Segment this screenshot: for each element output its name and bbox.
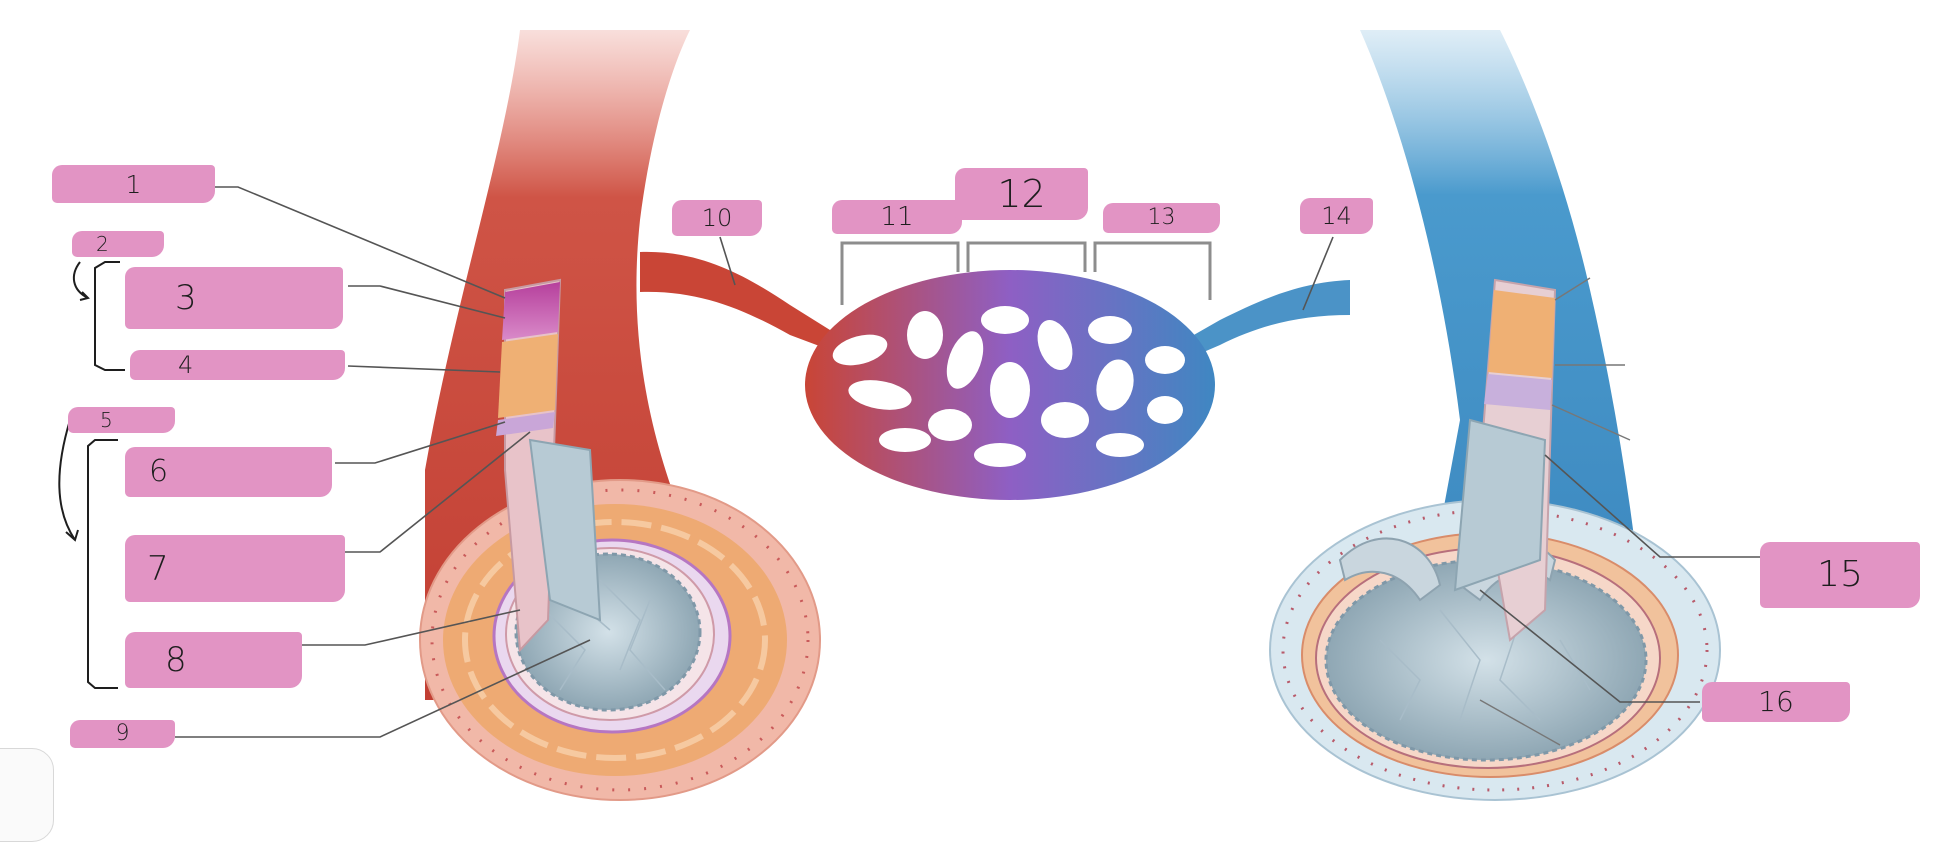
leader-lines-unlabeled (1479, 277, 1631, 746)
vein-adventitia-dots (1281, 508, 1709, 792)
corner-widget (0, 748, 54, 842)
label-4: 4 (130, 350, 345, 380)
blood-vessel-diagram: 1 2 3 4 5 6 7 8 9 10 11 12 13 14 15 16 (0, 30, 1920, 842)
leader-1 (215, 186, 506, 299)
label-12: 12 (955, 168, 1088, 220)
curved-arrow-icon (58, 419, 79, 542)
label-15: 15 (1760, 542, 1920, 608)
bracket-13 (1093, 241, 1212, 300)
bracket-2 (94, 261, 125, 371)
vein-cutaway-endothelium (1453, 418, 1547, 592)
leader-7 (345, 431, 531, 553)
curved-arrow-icon (72, 261, 90, 301)
vein-lumen (1324, 558, 1648, 762)
capillary-brackets (840, 241, 1212, 305)
label-16: 16 (1702, 682, 1850, 722)
leader-3 (348, 285, 506, 319)
label-5: 5 (68, 407, 175, 433)
leader-9 (175, 639, 591, 738)
artery-cutaway-purple (502, 282, 560, 340)
label-10: 10 (672, 200, 762, 236)
vein-lumen-cells (1379, 609, 1591, 721)
bracket-12 (966, 241, 1087, 272)
leader-4 (347, 365, 501, 373)
leader-10 (719, 236, 736, 286)
label-3: 3 (125, 267, 343, 329)
label-14: 14 (1300, 198, 1373, 234)
artery-cutaway-media (498, 334, 558, 418)
label-6: 6 (125, 447, 332, 497)
artery-lumen-cells (544, 579, 666, 691)
diagram-artwork (58, 30, 1760, 801)
label-9: 9 (70, 720, 175, 748)
leader-16 (1479, 589, 1700, 703)
leader-15 (1544, 454, 1760, 558)
label-1: 1 (52, 165, 215, 203)
artery-cutaway-elastic (496, 412, 555, 436)
artery-media-stripes (462, 519, 768, 761)
vein-cutaway-media (1488, 290, 1555, 378)
vein-cutaway-elastic (1484, 374, 1552, 410)
label-2: 2 (72, 231, 164, 257)
artery (419, 30, 821, 801)
bracket-11 (840, 241, 960, 305)
label-7: 7 (125, 535, 345, 602)
leader-14 (1302, 236, 1334, 311)
vein (1269, 30, 1721, 801)
leader-6 (335, 421, 506, 464)
label-brackets (58, 261, 125, 689)
artery-adventitia-dots (430, 488, 810, 792)
bracket-5 (87, 439, 118, 689)
venule (1185, 280, 1350, 360)
artery-cutaway-endothelium (528, 438, 602, 622)
label-13: 13 (1103, 203, 1220, 233)
capillary-gaps (832, 306, 1185, 467)
label-8: 8 (125, 632, 302, 688)
arteriole (640, 251, 830, 350)
capillary-bed (640, 251, 1350, 500)
label-11: 11 (832, 200, 962, 234)
